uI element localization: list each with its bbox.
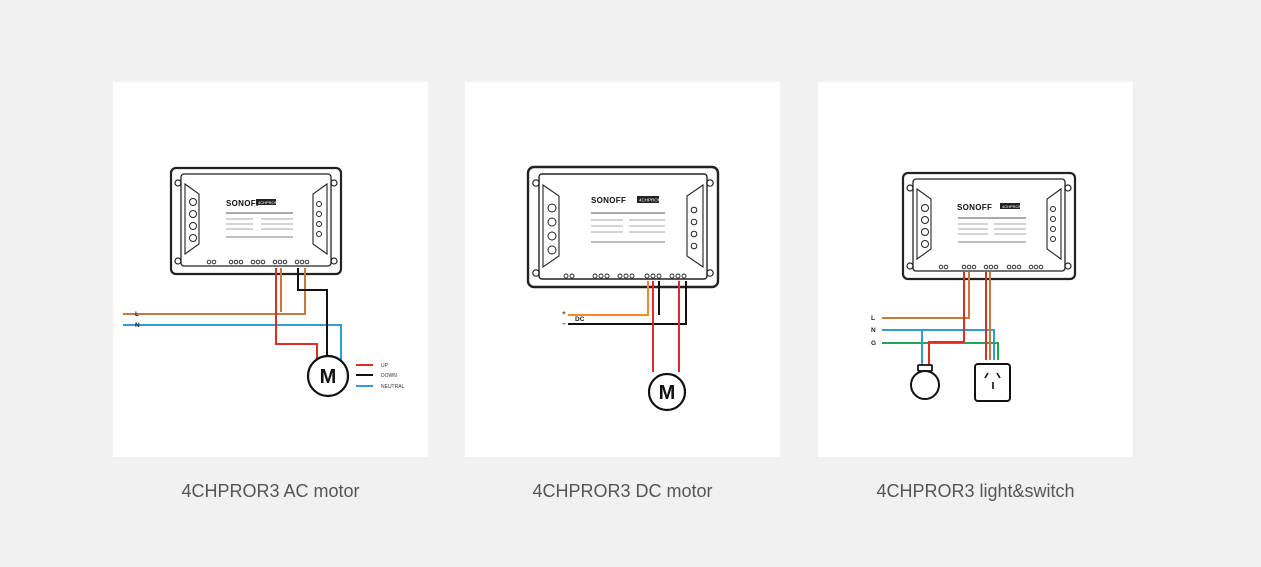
wire-label-g: G xyxy=(871,340,876,347)
panel-ac-motor: SONOFF 4CHPROR3 L xyxy=(113,82,428,457)
wire-label-minus: − xyxy=(562,321,566,328)
panel-dc-motor: SONOFF 4CHPROR3 + xyxy=(465,82,780,457)
legend-up: UP xyxy=(381,363,389,369)
caption-dc-motor: 4CHPROR3 DC motor xyxy=(532,481,713,501)
legend-down: DOWN xyxy=(381,373,397,379)
light-bulb-icon xyxy=(910,364,940,400)
wire-label-n: N xyxy=(135,322,140,329)
relay-device: SONOFF 4CHPROR3 xyxy=(901,171,1077,281)
relay-device: SONOFF 4CHPROR3 xyxy=(526,165,720,289)
dc-motor-wiring-diagram: SONOFF 4CHPROR3 + xyxy=(526,165,720,412)
model-badge: 4CHPROR3 xyxy=(639,198,664,203)
brand-label: SONOFF xyxy=(957,203,992,212)
legend: UP DOWN NEUTRAL xyxy=(356,363,405,390)
wiring xyxy=(123,268,342,376)
brand-label: SONOFF xyxy=(591,196,626,205)
relay-device: SONOFF 4CHPROR3 xyxy=(169,166,343,276)
dc-source-label: DC xyxy=(575,316,585,323)
caption-light-switch: 4CHPROR3 light&switch xyxy=(876,481,1075,501)
ac-motor-wiring-diagram: SONOFF 4CHPROR3 L xyxy=(123,166,405,398)
wall-socket-icon xyxy=(974,363,1011,402)
legend-neutral: NEUTRAL xyxy=(381,384,405,390)
wire-label-l: L xyxy=(135,311,139,318)
wiring xyxy=(568,281,687,372)
panel-light-switch: SONOFF 4CHPROR3 xyxy=(818,82,1133,457)
motor-symbol: M xyxy=(647,372,687,412)
motor-symbol: M xyxy=(306,354,350,398)
brand-label: SONOFF xyxy=(226,199,261,208)
wire-label-n: N xyxy=(871,327,876,334)
model-badge: 4CHPROR3 xyxy=(1002,204,1025,209)
caption-ac-motor: 4CHPROR3 AC motor xyxy=(181,481,360,501)
motor-label: M xyxy=(320,366,337,388)
wire-label-plus: + xyxy=(562,310,566,317)
light-switch-wiring-diagram: SONOFF 4CHPROR3 xyxy=(871,171,1077,402)
model-badge: 4CHPROR3 xyxy=(258,200,281,205)
motor-label: M xyxy=(659,382,676,404)
wire-label-l: L xyxy=(871,315,875,322)
wiring xyxy=(882,272,999,365)
